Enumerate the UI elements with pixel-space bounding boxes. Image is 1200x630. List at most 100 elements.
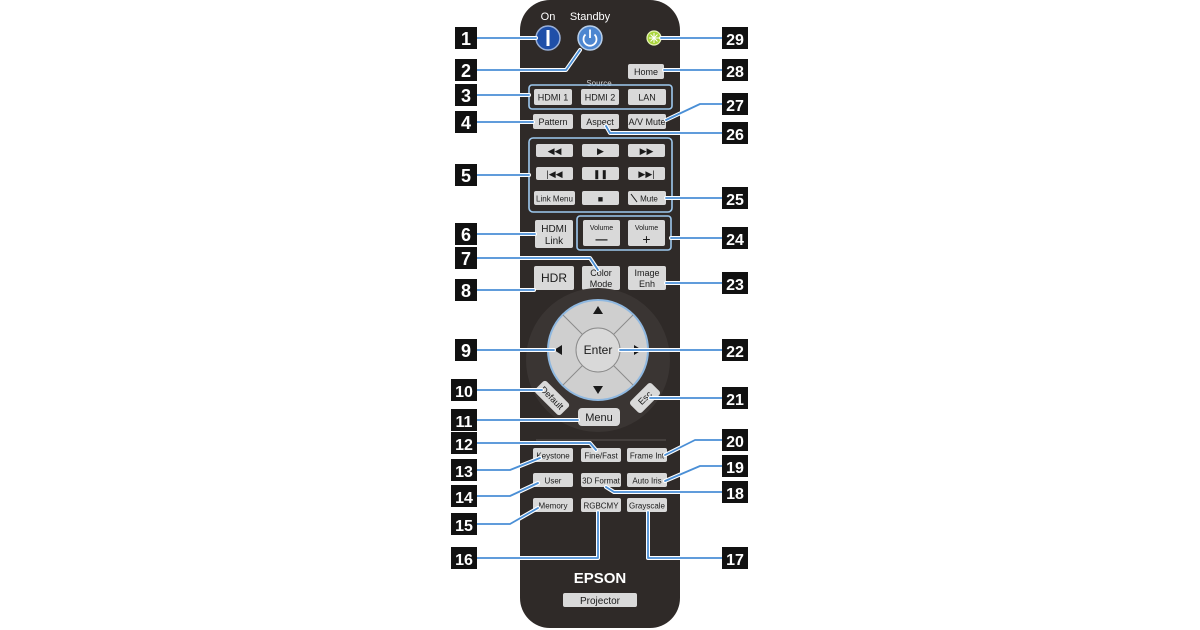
frame-int-button[interactable]: Frame Int [627,448,667,462]
callout-21: 21 [722,387,748,409]
on-icon [546,30,550,46]
enter-button[interactable]: Enter [575,327,621,373]
svg-text:16: 16 [455,552,473,569]
callout-9: 9 [455,339,477,361]
svg-text:Menu: Menu [585,412,613,424]
svg-text:Aspect: Aspect [586,117,614,127]
svg-text:User: User [545,477,562,486]
svg-text:Link Menu: Link Menu [536,195,573,204]
svg-text:28: 28 [726,64,744,81]
fast-forward-button[interactable]: ▶▶ [628,144,665,157]
callout-13: 13 [451,459,477,481]
svg-text:29: 29 [726,32,744,49]
model-badge: Projector [563,593,637,607]
volume-up-button[interactable]: Volume + [628,220,665,247]
svg-text:HDMI: HDMI [541,224,567,235]
callout-19: 19 [722,455,748,477]
svg-text:25: 25 [726,192,744,209]
3d-format-button[interactable]: 3D Format [581,473,621,487]
av-mute-button[interactable]: A/V Mute [628,114,666,129]
svg-text:27: 27 [726,98,744,115]
memory-button[interactable]: Memory [533,498,573,512]
svg-text:RGBCMY: RGBCMY [583,502,619,511]
callout-25: 25 [722,187,748,209]
volume-down-button[interactable]: Volume — [583,220,620,246]
svg-text:20: 20 [726,434,744,451]
svg-text:19: 19 [726,460,744,477]
link-menu-button[interactable]: Link Menu [534,191,575,205]
svg-text:Grayscale: Grayscale [629,502,666,511]
svg-text:Auto Iris: Auto Iris [632,477,661,486]
svg-text:LAN: LAN [638,93,656,103]
svg-text:6: 6 [461,225,471,245]
mute-button[interactable]: Mute [628,191,666,205]
aspect-button[interactable]: Aspect [581,114,619,129]
lan-button[interactable]: LAN [628,89,666,105]
arrow-left-icon[interactable] [554,345,562,355]
callout-2: 2 [455,59,477,81]
svg-text:◀◀: ◀◀ [548,146,562,156]
svg-text:Image: Image [634,268,659,278]
svg-text:4: 4 [461,113,471,133]
source-label: Source [586,79,612,88]
rewind-button[interactable]: ◀◀ [536,144,573,157]
power-icon [582,29,598,47]
svg-text:Volume: Volume [635,225,658,232]
stop-button[interactable]: ■ [582,191,619,205]
fine-fast-button[interactable]: Fine/Fast [581,448,621,462]
image-enh-button[interactable]: Image Enh [628,266,666,290]
arrow-up-icon[interactable] [593,306,603,314]
auto-iris-button[interactable]: Auto Iris [627,473,667,487]
hdmi-link-button[interactable]: HDMI Link [535,220,573,248]
svg-text:11: 11 [456,414,473,431]
on-button[interactable] [535,25,561,51]
callout-8: 8 [455,279,477,301]
svg-text:HDMI 1: HDMI 1 [538,93,569,103]
illumination-button[interactable] [646,30,662,46]
callout-14: 14 [451,485,477,507]
svg-text:9: 9 [461,341,471,361]
callout-18: 18 [722,481,748,503]
color-mode-button[interactable]: Color Mode [582,266,620,290]
callout-17: 17 [722,547,748,569]
standby-button[interactable] [577,25,603,51]
callout-6: 6 [455,223,477,245]
pause-button[interactable]: ❚❚ [582,167,619,180]
home-button[interactable]: Home [628,64,664,79]
grayscale-button[interactable]: Grayscale [627,498,667,512]
standby-label: Standby [570,11,611,23]
svg-text:❚❚: ❚❚ [593,169,608,180]
callout-29: 29 [722,27,748,49]
rgbcmy-button[interactable]: RGBCMY [581,498,621,512]
brand-logo: EPSON [574,570,627,587]
callout-24: 24 [722,227,748,249]
pattern-button[interactable]: Pattern [533,114,573,129]
svg-text:17: 17 [726,552,744,569]
svg-text:10: 10 [455,384,473,401]
hdmi2-button[interactable]: HDMI 2 [581,89,619,105]
svg-text:Memory: Memory [539,502,568,511]
svg-text:HDMI 2: HDMI 2 [585,93,616,103]
callout-20: 20 [722,429,748,451]
callout-3: 3 [455,84,477,106]
next-button[interactable]: ▶▶| [628,167,665,180]
callout-27: 27 [722,93,748,115]
callout-15: 15 [451,513,477,535]
svg-text:1: 1 [461,29,471,49]
keystone-button[interactable]: Keystone [533,448,573,462]
callout-23: 23 [722,272,748,294]
callout-10: 10 [451,379,477,401]
previous-button[interactable]: |◀◀ [536,167,573,180]
svg-text:Mute: Mute [640,195,658,204]
svg-text:8: 8 [461,281,471,301]
arrow-down-icon[interactable] [593,386,603,394]
user-button[interactable]: User [533,473,573,487]
callout-26: 26 [722,122,748,144]
hdmi1-button[interactable]: HDMI 1 [534,89,572,105]
hdr-button[interactable]: HDR [534,266,574,290]
menu-button[interactable]: Menu [578,408,620,426]
svg-text:Link: Link [545,236,564,247]
esc-button[interactable]: Esc [629,382,662,415]
play-button[interactable]: ▶ [582,144,619,157]
svg-text:■: ■ [598,194,603,204]
